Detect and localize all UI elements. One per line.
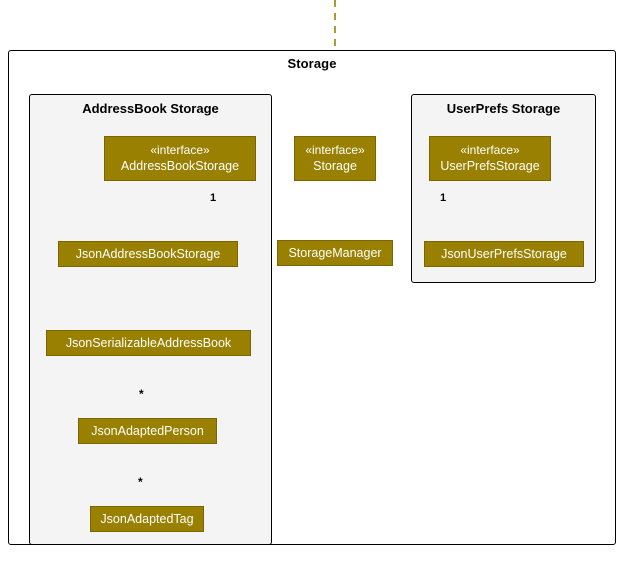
class-node-userprefsstorage[interactable]: «interface» UserPrefsStorage — [429, 136, 551, 181]
multiplicity-label-addressbookstorage: 1 — [210, 192, 217, 204]
multiplicity-label-userprefsstorage: 1 — [440, 192, 447, 204]
class-node-jsonserializableaddressbook[interactable]: JsonSerializableAddressBook — [46, 330, 251, 356]
class-node-jsonaddressbookstorage[interactable]: JsonAddressBookStorage — [58, 241, 238, 267]
class-node-addressbookstorage[interactable]: «interface» AddressBookStorage — [104, 136, 256, 181]
multiplicity-label-jsonadaptedperson: * — [139, 387, 144, 401]
class-name-label: JsonUserPrefsStorage — [441, 247, 567, 261]
class-name-label: JsonAdaptedPerson — [91, 424, 204, 438]
class-name-label: JsonAdaptedTag — [100, 512, 194, 526]
class-node-storagemanager[interactable]: StorageManager — [277, 240, 393, 266]
class-name-label: AddressBookStorage — [120, 159, 240, 173]
package-addressbook-storage-title: AddressBook Storage — [82, 101, 219, 116]
class-node-jsonuserprefsstorage[interactable]: JsonUserPrefsStorage — [424, 241, 584, 267]
stereotype-label: «interface» — [460, 143, 520, 157]
class-name-label: UserPrefsStorage — [440, 159, 540, 173]
stereotype-label: «interface» — [150, 143, 210, 157]
package-storage-title: Storage — [287, 56, 337, 71]
class-name-label: StorageManager — [288, 246, 382, 260]
class-node-jsonadaptedperson[interactable]: JsonAdaptedPerson — [78, 418, 217, 444]
class-name-label: Storage — [313, 159, 357, 173]
package-userprefs-storage-title: UserPrefs Storage — [446, 101, 561, 116]
class-node-jsonadaptedtag[interactable]: JsonAdaptedTag — [90, 506, 204, 532]
stereotype-label: «interface» — [305, 143, 365, 157]
class-name-label: JsonSerializableAddressBook — [65, 336, 232, 350]
class-node-storage[interactable]: «interface» Storage — [294, 136, 376, 181]
class-name-label: JsonAddressBookStorage — [75, 247, 221, 261]
multiplicity-label-jsonadaptedtag: * — [138, 475, 143, 489]
